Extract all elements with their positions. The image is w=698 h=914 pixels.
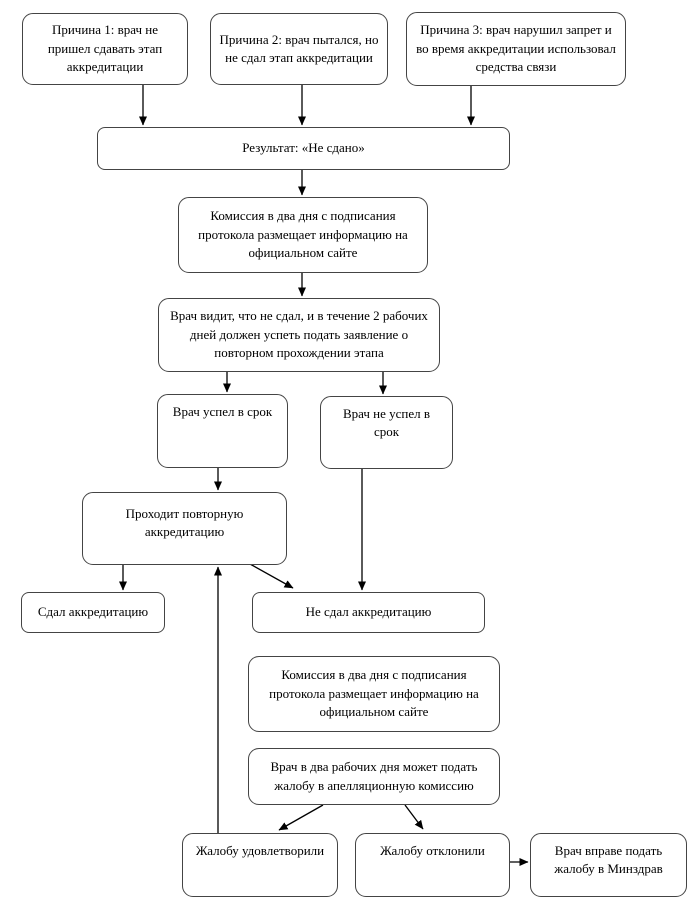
node-reason-1: Причина 1: врач не пришел сдавать этап а… xyxy=(22,13,188,85)
node-retake-label: Проходит повторную аккредитацию xyxy=(125,506,244,540)
node-reason-3-label: Причина 3: врач нарушил запрет и во врем… xyxy=(416,22,616,75)
node-not-in-time-label: Врач не успел в срок xyxy=(342,406,431,440)
node-commission-posts-info-1: Комиссия в два дня с подписания протокол… xyxy=(178,197,428,273)
node-commission-1-label: Комиссия в два дня с подписания протокол… xyxy=(198,208,408,261)
node-ministry-label: Врач вправе подать жалобу в Минздрав xyxy=(554,843,663,877)
node-passed-accreditation: Сдал аккредитацию xyxy=(21,592,165,633)
node-result-label: Результат: «Не сдано» xyxy=(242,140,365,156)
node-result-not-passed: Результат: «Не сдано» xyxy=(97,127,510,170)
node-retake-accreditation: Проходит повторную аккредитацию xyxy=(82,492,287,565)
node-appeal-label: Врач в два рабочих дня может подать жало… xyxy=(270,759,478,793)
node-appeal-rejected-label: Жалобу отклонили xyxy=(380,843,485,858)
node-in-time-label: Врач успел в срок xyxy=(172,404,273,419)
node-appeal-granted-label: Жалобу удовлетворили xyxy=(195,843,325,858)
node-commission-posts-info-2: Комиссия в два дня с подписания протокол… xyxy=(248,656,500,732)
node-failed-label: Не сдал аккредитацию xyxy=(305,604,432,620)
node-applied-in-time: Врач успел в срок xyxy=(157,394,288,468)
node-reason-1-label: Причина 1: врач не пришел сдавать этап а… xyxy=(47,22,163,75)
node-reason-3: Причина 3: врач нарушил запрет и во врем… xyxy=(406,12,626,86)
node-doctor-sees-result: Врач видит, что не сдал, и в течение 2 р… xyxy=(158,298,440,372)
node-appeal-granted: Жалобу удовлетворили xyxy=(182,833,338,897)
node-appeal-to-commission: Врач в два рабочих дня может подать жало… xyxy=(248,748,500,805)
node-appeal-to-ministry: Врач вправе подать жалобу в Минздрав xyxy=(530,833,687,897)
node-failed-accreditation: Не сдал аккредитацию xyxy=(252,592,485,633)
node-appeal-rejected: Жалобу отклонили xyxy=(355,833,510,897)
node-passed-label: Сдал аккредитацию xyxy=(37,604,149,620)
node-doctor-sees-label: Врач видит, что не сдал, и в течение 2 р… xyxy=(170,308,428,361)
node-commission-2-label: Комиссия в два дня с подписания протокол… xyxy=(269,667,479,720)
node-reason-2-label: Причина 2: врач пытался, но не сдал этап… xyxy=(219,31,379,65)
node-reason-2: Причина 2: врач пытался, но не сдал этап… xyxy=(210,13,388,85)
node-missed-deadline: Врач не успел в срок xyxy=(320,396,453,469)
